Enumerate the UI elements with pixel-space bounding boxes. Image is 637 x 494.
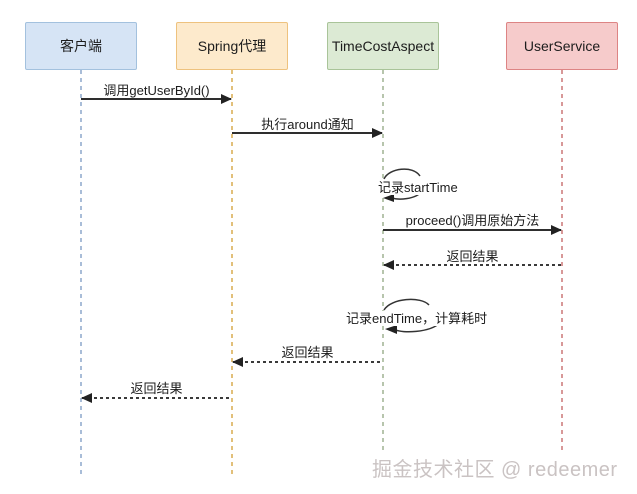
actor-box-client: 客户端 <box>25 22 137 70</box>
actor-label-spring-proxy: Spring代理 <box>197 38 267 54</box>
actor-label-client: 客户端 <box>60 38 102 54</box>
arrowhead-icon <box>232 357 243 367</box>
lifeline-client <box>80 70 82 477</box>
actor-box-spring-proxy: Spring代理 <box>176 22 288 70</box>
lifeline-spring-proxy <box>231 70 233 477</box>
watermark: 掘金技术社区 @ redeemer <box>372 459 618 481</box>
message-label-record-starttime: 记录startTime <box>377 180 459 195</box>
arrowhead-icon <box>221 94 232 104</box>
arrowhead-icon <box>551 225 562 235</box>
actor-box-timecostaspect: TimeCostAspect <box>327 22 439 70</box>
arrowhead-icon <box>383 260 394 270</box>
message-label-return-result-1: 返回结果 <box>446 249 499 264</box>
message-line-return-result-2 <box>233 361 383 363</box>
arrowhead-icon <box>81 393 92 403</box>
actor-label-timecostaspect: TimeCostAspect <box>331 38 435 54</box>
message-label-return-result-3: 返回结果 <box>130 381 183 396</box>
arrowhead-icon <box>383 194 394 202</box>
message-label-proceed: proceed()调用原始方法 <box>405 213 540 228</box>
message-line-around-advice <box>232 132 382 134</box>
actor-label-userservice: UserService <box>523 38 601 54</box>
message-label-around-advice: 执行around通知 <box>261 117 354 132</box>
message-line-return-result-3 <box>82 397 232 399</box>
message-label-return-result-2: 返回结果 <box>281 345 334 360</box>
arrowhead-icon <box>385 325 397 334</box>
message-label-record-endtime: 记录endTime，计算耗时 <box>345 311 489 326</box>
arrowhead-icon <box>372 128 383 138</box>
message-line-proceed <box>383 229 561 231</box>
message-line-return-result-1 <box>384 264 562 266</box>
actor-box-userservice: UserService <box>506 22 618 70</box>
message-line-call-getuserbyid <box>81 98 231 100</box>
lifeline-userservice <box>561 70 563 452</box>
message-label-call-getuserbyid: 调用getUserById() <box>103 83 210 98</box>
